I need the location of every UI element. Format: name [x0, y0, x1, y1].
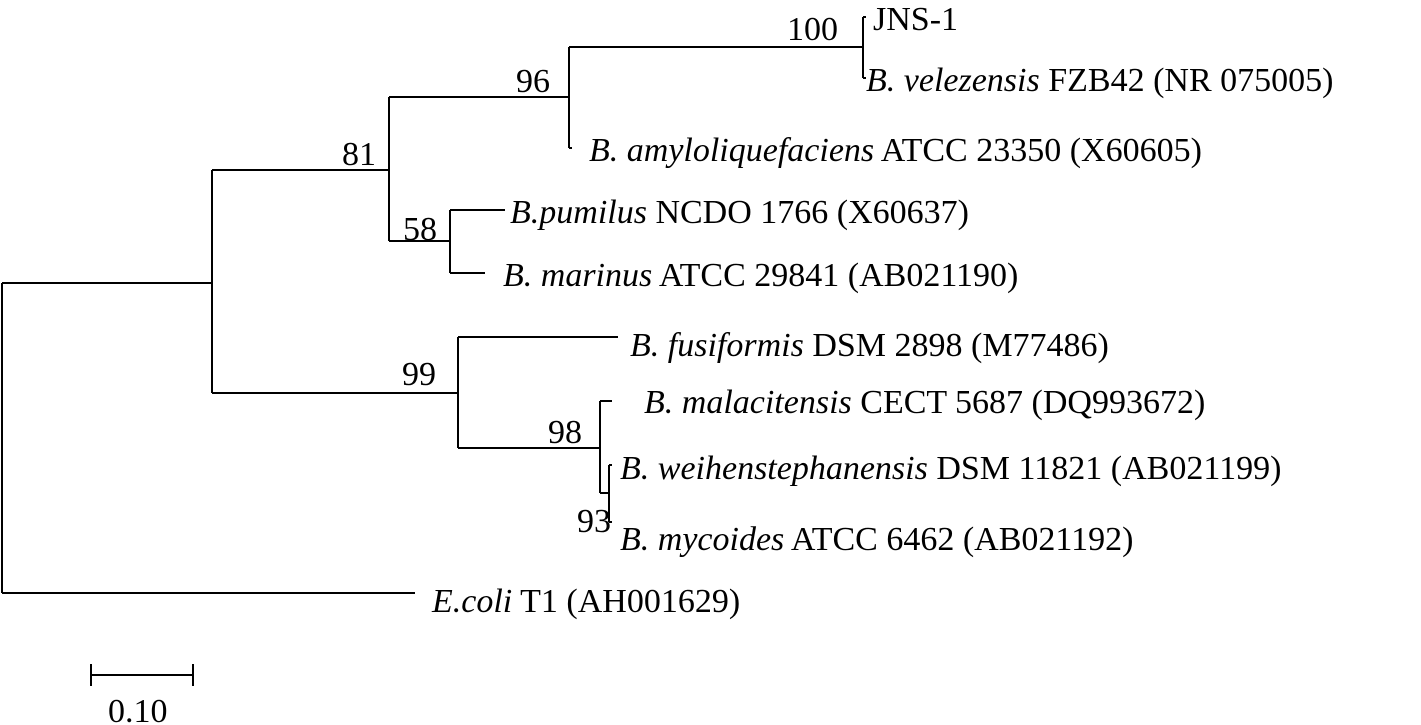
- leaf-label-ecoli: E.coli T1 (AH001629): [431, 583, 740, 620]
- leaf-label-weihenstephanensis: B. weihenstephanensis DSM 11821 (AB02119…: [620, 450, 1281, 487]
- bootstrap-99: 99: [402, 356, 436, 393]
- bootstrap-58: 58: [403, 211, 437, 248]
- leaf-label-amyloliquefaciens: B. amyloliquefaciens ATCC 23350 (X60605): [589, 132, 1202, 169]
- bootstrap-96: 96: [516, 63, 550, 100]
- leaf-label-velezensis: B. velezensis FZB42 (NR 075005): [866, 62, 1333, 99]
- bootstrap-98: 98: [548, 414, 582, 451]
- scale-bar-label: 0.10: [108, 693, 168, 725]
- bootstrap-100: 100: [787, 11, 838, 48]
- bootstrap-81: 81: [342, 136, 376, 173]
- leaf-label-fusiformis: B. fusiformis DSM 2898 (M77486): [630, 327, 1109, 364]
- leaf-label-malacitensis: B. malacitensis CECT 5687 (DQ993672): [644, 384, 1205, 421]
- leaf-label-pumilus: B.pumilus NCDO 1766 (X60637): [510, 194, 969, 231]
- bootstrap-93: 93: [577, 503, 611, 540]
- leaf-label-marinus: B. marinus ATCC 29841 (AB021190): [503, 257, 1018, 294]
- leaf-label-jns1: JNS-1: [873, 1, 958, 38]
- leaf-label-mycoides: B. mycoides ATCC 6462 (AB021192): [620, 521, 1133, 558]
